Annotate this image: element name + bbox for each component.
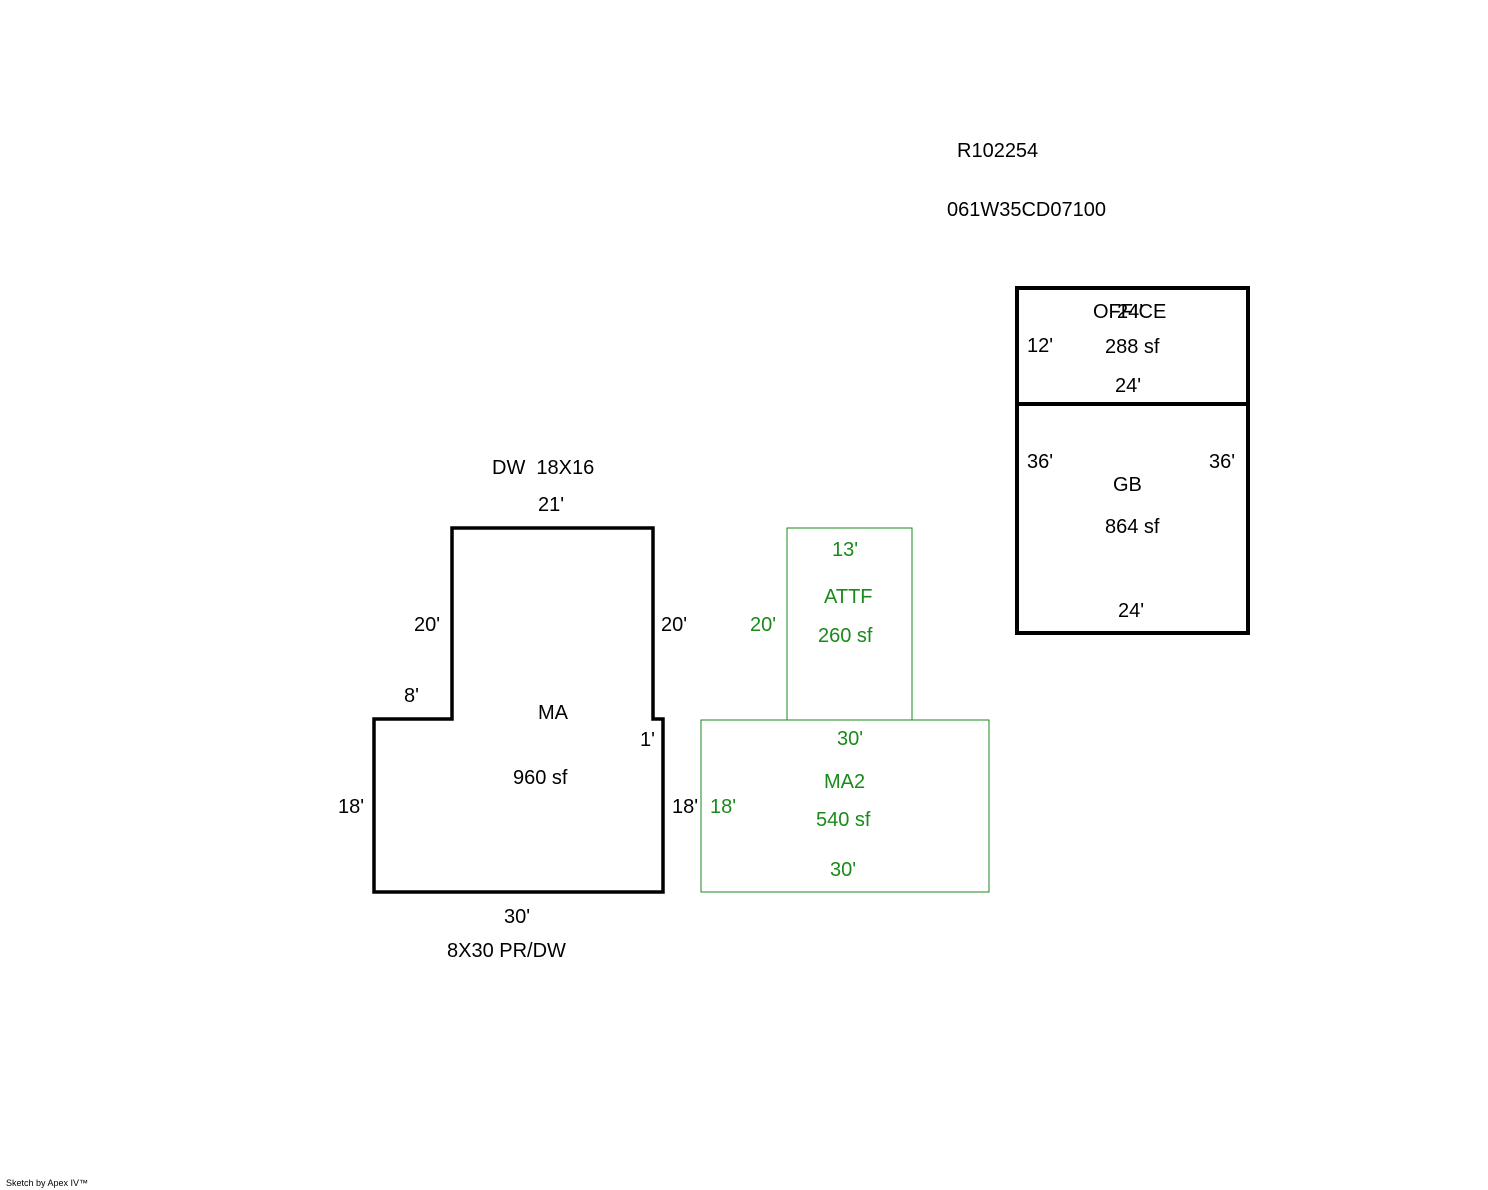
ma-top-note: DW 18X16: [492, 457, 594, 479]
office-dim-bottom: 24': [1115, 375, 1141, 397]
gb-dim-bottom: 24': [1118, 600, 1144, 622]
record-id: R102254: [957, 140, 1038, 162]
attf-dim-left: 20': [750, 614, 776, 636]
ma2-area: 540 sf: [816, 809, 871, 831]
ma-bottom-note: 8X30 PR/DW: [447, 940, 566, 962]
office-area: 288 sf: [1105, 336, 1160, 358]
ma-dim-left-lower: 18': [338, 796, 364, 818]
ma-outline: [372, 526, 665, 894]
ma-dim-step-left: 8': [404, 685, 419, 707]
attf-dim-top: 13': [832, 539, 858, 561]
ma2-dim-top: 30': [837, 728, 863, 750]
parcel-id: 061W35CD07100: [947, 199, 1106, 221]
ma-dim-left-upper: 20': [414, 614, 440, 636]
office-dim-top: 24': [1117, 301, 1143, 323]
office-label: OFFICE: [1093, 301, 1166, 323]
footer-credit: Sketch by Apex IV™: [6, 1178, 89, 1188]
ma2-dim-bottom: 30': [830, 859, 856, 881]
attf-label: ATTF: [824, 586, 873, 608]
gb-dim-right: 36': [1209, 451, 1235, 473]
ma-dim-step-right: 1': [640, 729, 655, 751]
gb-dim-left: 36': [1027, 451, 1053, 473]
ma-dim-right-lower: 18': [672, 796, 698, 818]
ma-dim-right-upper: 20': [661, 614, 687, 636]
gb-area: 864 sf: [1105, 516, 1160, 538]
ma2-outline: [700, 719, 990, 893]
ma2-label: MA2: [824, 771, 865, 793]
ma-dim-bottom: 30': [504, 906, 530, 928]
attf-area: 260 sf: [818, 625, 873, 647]
gb-label: GB: [1113, 474, 1142, 496]
gb-outline: [1015, 402, 1250, 635]
ma-area: 960 sf: [513, 767, 568, 789]
ma-dim-top: 21': [538, 494, 564, 516]
office-dim-left: 12': [1027, 335, 1053, 357]
ma-label: MA: [538, 702, 569, 724]
ma2-dim-left: 18': [710, 796, 736, 818]
